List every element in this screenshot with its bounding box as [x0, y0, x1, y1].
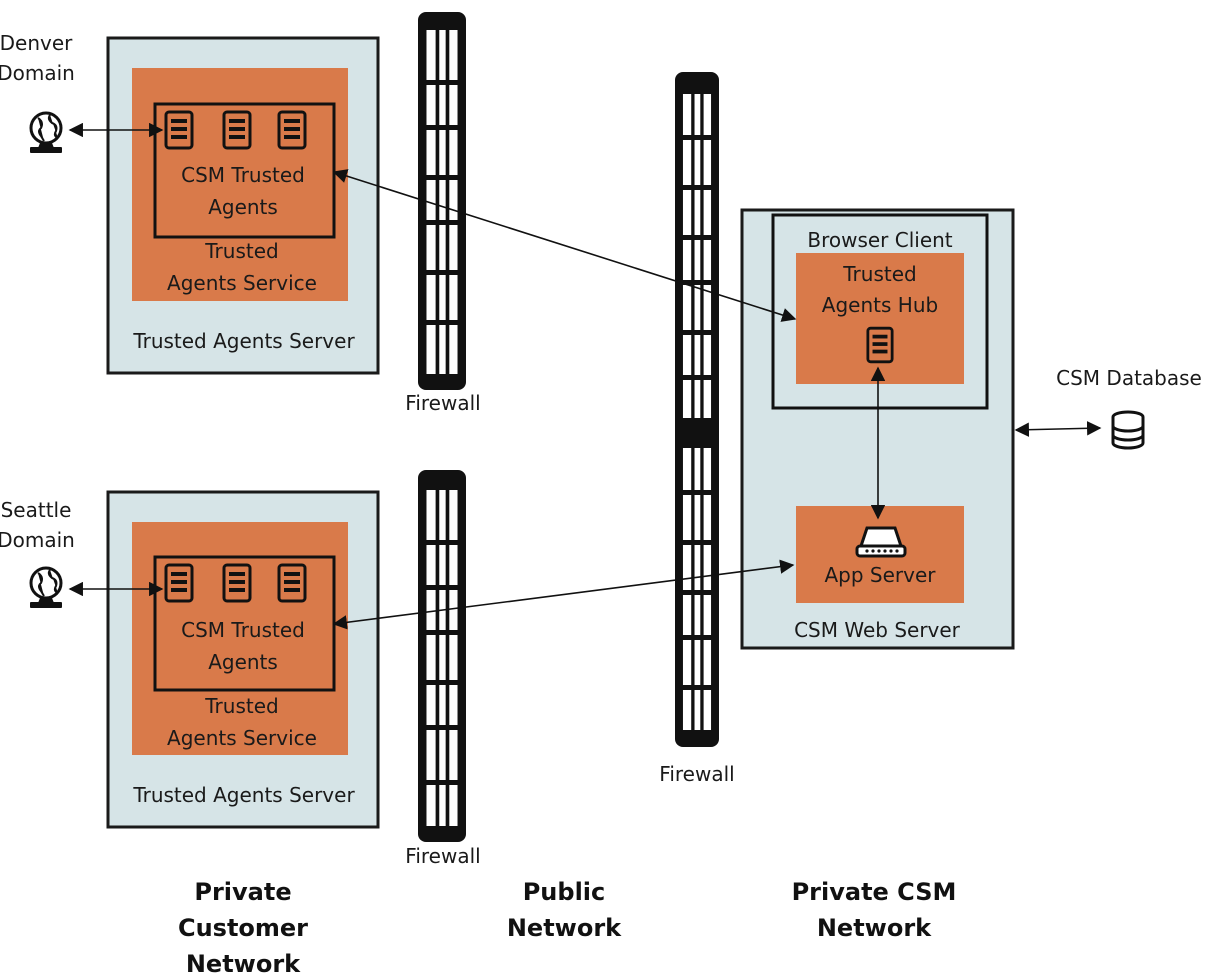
zone-csm-2: Network — [817, 914, 932, 942]
router-icon — [855, 526, 907, 558]
trusted-agents-server-top: CSM Trusted Agents Trusted Agents Servic… — [106, 36, 380, 375]
server-icon — [866, 326, 894, 364]
zone-public-1: Public — [523, 878, 606, 906]
browser-client-label: Browser Client — [807, 228, 952, 252]
trusted-agents-server-label: Trusted Agents Server — [132, 329, 355, 353]
denver-domain-label-1: Denver — [0, 31, 73, 55]
trusted-agents-server-bottom: CSM Trusted Agents Trusted Agents Servic… — [106, 490, 380, 829]
server-icon — [222, 110, 252, 150]
denver-domain-label-2: Domain — [0, 61, 75, 85]
web-server-to-database-arrow — [1014, 421, 1102, 437]
csm-trusted-agents-label-2: Agents — [208, 195, 278, 219]
csm-trusted-agents-label-1: CSM Trusted — [181, 618, 305, 642]
firewall-top: Firewall — [405, 12, 481, 415]
agents-to-app-server-arrow — [332, 559, 795, 630]
hub-label-1: Trusted — [842, 262, 916, 286]
csm-database: CSM Database — [1056, 366, 1202, 450]
zone-customer-1: Private — [194, 878, 291, 906]
firewall-label: Firewall — [659, 762, 734, 786]
trusted-agents-service-label-2: Agents Service — [167, 271, 317, 295]
seattle-domain-label-2: Domain — [0, 528, 75, 552]
trusted-agents-service-label-1: Trusted — [204, 694, 278, 718]
trusted-agents-server-label: Trusted Agents Server — [132, 783, 355, 807]
csm-database-label: CSM Database — [1056, 366, 1202, 390]
trusted-agents-service-label-1: Trusted — [204, 239, 278, 263]
agents-to-hub-arrow — [332, 169, 797, 322]
app-server-label: App Server — [824, 563, 936, 587]
trusted-agents-service-top — [132, 68, 348, 301]
csm-web-server-label: CSM Web Server — [794, 618, 961, 642]
firewall-label: Firewall — [405, 844, 480, 868]
trusted-agents-service-bottom — [132, 522, 348, 755]
server-icon — [222, 563, 252, 603]
firewall-middle: Firewall — [659, 72, 735, 786]
denver-domain: Denver Domain — [0, 31, 75, 154]
seattle-domain-label-1: Seattle — [1, 498, 72, 522]
zone-customer-3: Network — [186, 950, 301, 976]
server-icon — [164, 110, 194, 150]
database-icon — [1111, 410, 1145, 450]
server-icon — [277, 110, 307, 150]
trusted-agents-service-label-2: Agents Service — [167, 726, 317, 750]
firewall-bottom: Firewall — [405, 470, 481, 868]
csm-trusted-agents-label-2: Agents — [208, 650, 278, 674]
globe-icon — [28, 111, 64, 154]
zone-labels: Private Customer Network Public Network … — [178, 878, 956, 976]
server-icon — [164, 563, 194, 603]
hub-label-2: Agents Hub — [822, 293, 938, 317]
csm-trusted-agents-label-1: CSM Trusted — [181, 163, 305, 187]
connectors — [68, 122, 1102, 630]
globe-icon — [28, 566, 64, 609]
server-icon — [277, 563, 307, 603]
firewall-label: Firewall — [405, 391, 480, 415]
zone-public-2: Network — [507, 914, 622, 942]
zone-csm-1: Private CSM — [792, 878, 957, 906]
zone-customer-2: Customer — [178, 914, 308, 942]
seattle-domain: Seattle Domain — [0, 498, 75, 609]
